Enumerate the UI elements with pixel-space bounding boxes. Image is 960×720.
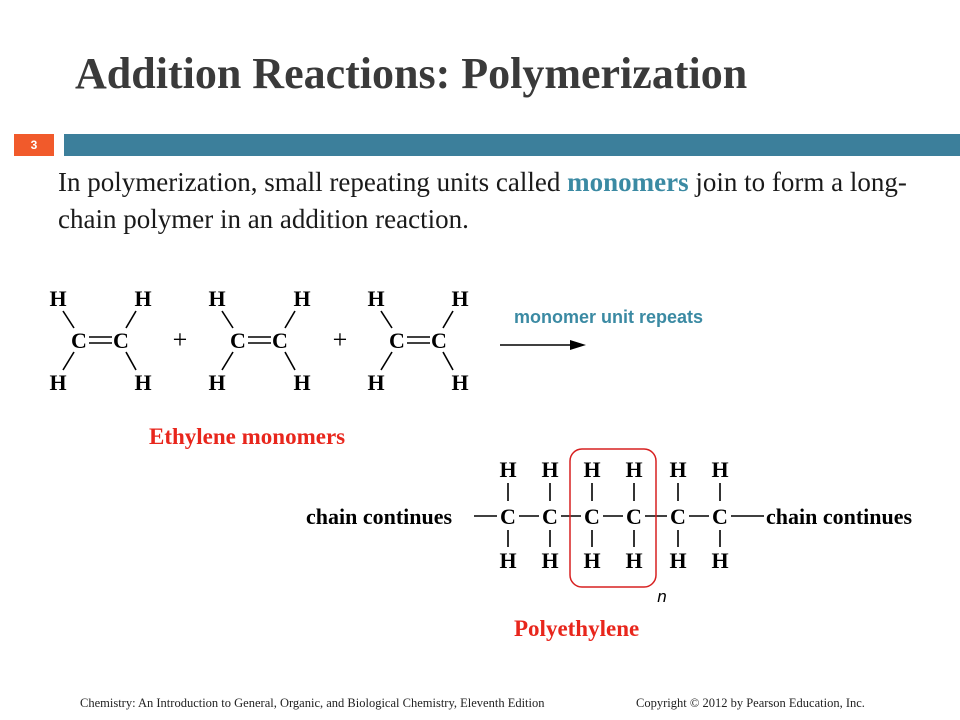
carbon-atom: C bbox=[71, 328, 87, 353]
carbon-atom: C bbox=[500, 504, 516, 529]
carbon-atom: C bbox=[389, 328, 405, 353]
hydrogen-atom: H bbox=[134, 286, 151, 311]
hydrogen-atom: H bbox=[49, 370, 66, 395]
hydrogen-atom: H bbox=[367, 286, 384, 311]
title-divider-bar bbox=[64, 134, 960, 156]
ethylene-molecule-2: H H C C H H bbox=[208, 286, 310, 395]
ethylene-molecule-1: H H C C H H bbox=[49, 286, 151, 395]
chain-continues-left: chain continues bbox=[306, 504, 453, 529]
carbon-atom: C bbox=[670, 504, 686, 529]
carbon-atom: C bbox=[626, 504, 642, 529]
slide-number-badge: 3 bbox=[14, 134, 54, 156]
hydrogen-atom: H bbox=[49, 286, 66, 311]
plus-sign: + bbox=[173, 325, 188, 354]
hydrogen-atom: H bbox=[499, 548, 516, 573]
hydrogen-atom: H bbox=[625, 548, 642, 573]
hydrogen-atom: H bbox=[669, 457, 686, 482]
hydrogen-atom: H bbox=[367, 370, 384, 395]
hydrogen-atom: H bbox=[293, 370, 310, 395]
footer-copyright: Copyright © 2012 by Pearson Education, I… bbox=[636, 696, 865, 710]
ethylene-monomers-caption: Ethylene monomers bbox=[149, 424, 345, 449]
hydrogen-atom: H bbox=[208, 286, 225, 311]
carbon-atom: C bbox=[542, 504, 558, 529]
carbon-atom: C bbox=[230, 328, 246, 353]
polyethylene-caption: Polyethylene bbox=[514, 616, 639, 641]
chain-continues-right: chain continues bbox=[766, 504, 913, 529]
carbon-atom: C bbox=[712, 504, 728, 529]
hydrogen-atom: H bbox=[451, 370, 468, 395]
hydrogen-atom: H bbox=[711, 548, 728, 573]
hydrogen-atom: H bbox=[669, 548, 686, 573]
hydrogen-atom: H bbox=[711, 457, 728, 482]
repeat-unit-bracket bbox=[569, 448, 657, 588]
body-paragraph: In polymerization, small repeating units… bbox=[58, 164, 938, 238]
hydrogen-atom: H bbox=[583, 548, 600, 573]
polyethylene-chain: chain continues chain continues H H H H … bbox=[306, 448, 913, 606]
body-text-suffix: join to form a long-chain polymer in an … bbox=[58, 167, 907, 234]
hydrogen-atom: H bbox=[541, 548, 558, 573]
hydrogen-atom: H bbox=[625, 457, 642, 482]
carbon-atom: C bbox=[113, 328, 129, 353]
body-text-prefix: In polymerization, small repeating units… bbox=[58, 167, 568, 197]
hydrogen-atom: H bbox=[134, 370, 151, 395]
hydrogen-atom: H bbox=[208, 370, 225, 395]
slide-title: Addition Reactions: Polymerization bbox=[75, 49, 748, 98]
carbon-atom: C bbox=[272, 328, 288, 353]
hydrogen-atom: H bbox=[499, 457, 516, 482]
reaction-arrow bbox=[500, 340, 586, 350]
repeat-count-subscript: n bbox=[657, 587, 666, 606]
footer-book-title: Chemistry: An Introduction to General, O… bbox=[80, 696, 545, 710]
hydrogen-atom: H bbox=[451, 286, 468, 311]
monomer-repeat-label: monomer unit repeats bbox=[514, 307, 703, 327]
hydrogen-atom: H bbox=[583, 457, 600, 482]
hydrogen-atom: H bbox=[293, 286, 310, 311]
ethylene-molecule-3: H H C C H H bbox=[367, 286, 468, 395]
plus-sign: + bbox=[333, 325, 348, 354]
hydrogen-atom: H bbox=[541, 457, 558, 482]
carbon-atom: C bbox=[431, 328, 447, 353]
monomers-term: monomers bbox=[567, 167, 689, 197]
carbon-atom: C bbox=[584, 504, 600, 529]
